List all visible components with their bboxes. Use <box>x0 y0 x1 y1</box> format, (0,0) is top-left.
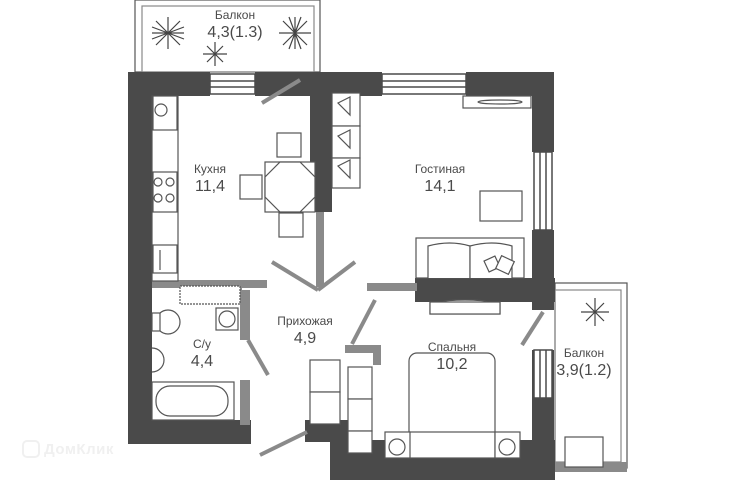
dining-table <box>239 132 316 238</box>
room-name: С/у <box>193 337 211 351</box>
room-label-bathroom: С/у 4,4 <box>180 338 224 370</box>
room-area: 3,9(1.2) <box>556 362 612 379</box>
room-name: Прихожая <box>277 314 333 328</box>
bedroom-furniture <box>384 301 604 468</box>
doors <box>246 78 545 457</box>
room-label-hallway: Прихожая 4,9 <box>268 315 342 347</box>
room-label-balcony-top: Балкон 4,3(1.3) <box>195 9 275 41</box>
room-name: Балкон <box>563 346 605 360</box>
bathroom-fixtures <box>151 285 241 421</box>
room-label-living: Гостиная 14,1 <box>400 163 480 195</box>
watermark: ДомКлик <box>22 440 114 458</box>
room-label-bedroom: Спальня 10,2 <box>412 341 492 373</box>
room-name: Спальня <box>427 340 477 354</box>
room-name: Гостиная <box>414 162 466 176</box>
room-name: Кухня <box>193 162 227 176</box>
wardrobe-living <box>331 92 361 189</box>
room-label-kitchen: Кухня 11,4 <box>180 163 240 195</box>
windows <box>209 73 553 399</box>
room-area: 14,1 <box>424 178 456 195</box>
room-area: 4,4 <box>190 353 214 370</box>
watermark-text: ДомКлик <box>44 440 114 458</box>
plant-icons <box>151 16 609 326</box>
room-area: 4,9 <box>293 330 317 347</box>
room-name: Балкон <box>214 8 256 22</box>
room-area: 4,3(1.3) <box>207 24 263 41</box>
room-area: 11,4 <box>195 178 225 195</box>
wardrobe-hallway <box>309 359 373 454</box>
living-furniture <box>415 95 532 315</box>
room-area: 10,2 <box>436 356 468 373</box>
domclick-logo-icon <box>22 440 40 458</box>
kitchen-counter <box>151 95 179 282</box>
room-label-balcony-right: Балкон 3,9(1.2) <box>552 347 616 379</box>
